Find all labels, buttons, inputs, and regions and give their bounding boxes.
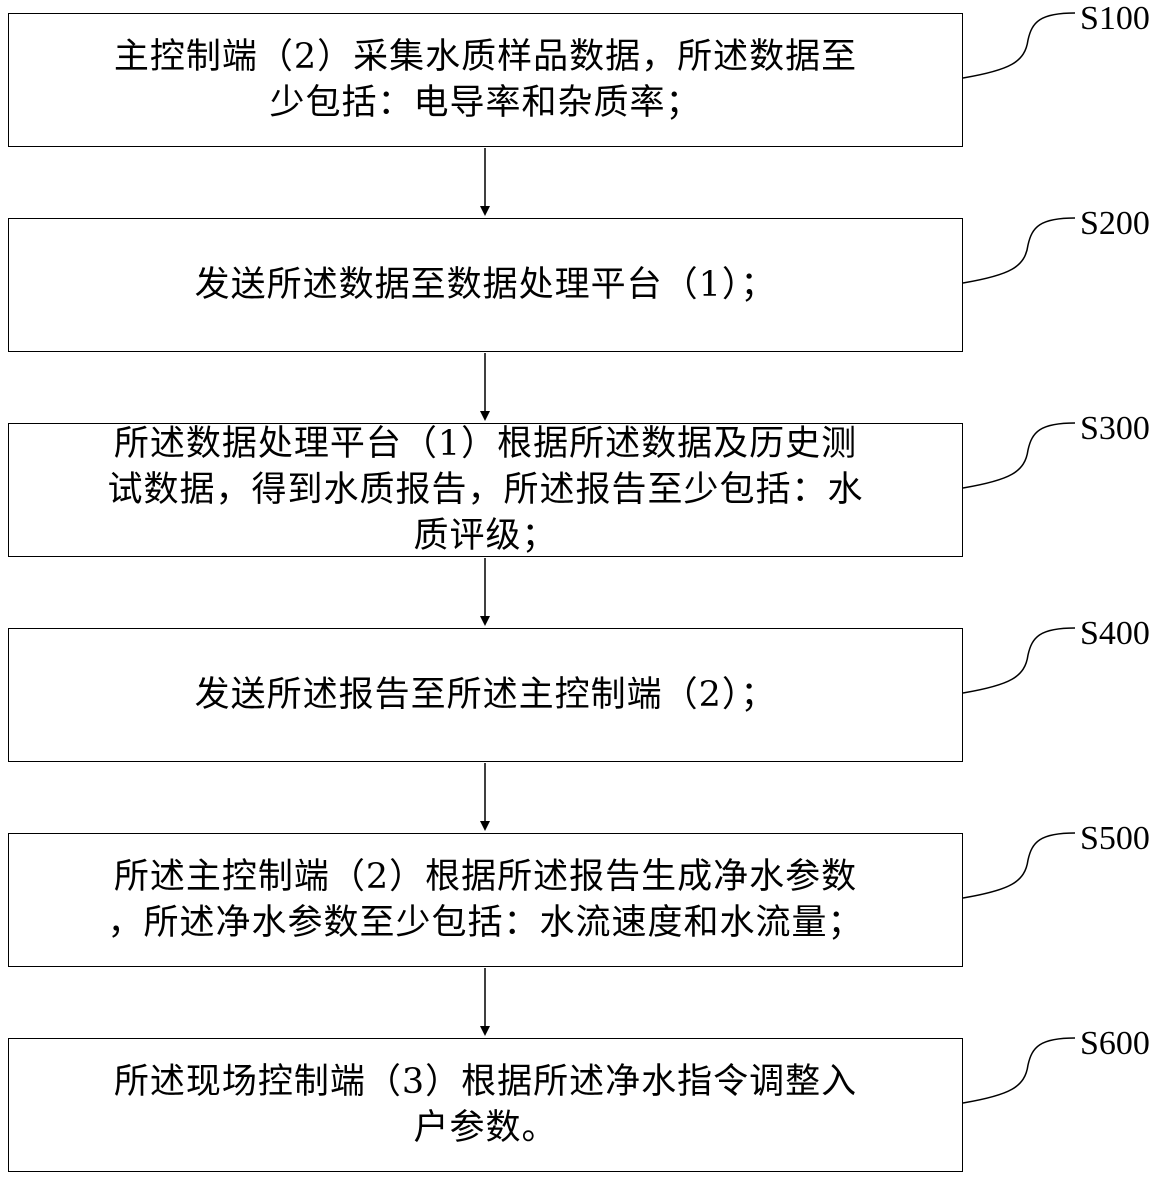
- step-label-s500: S500: [1080, 820, 1150, 857]
- step-box-s600: 所述现场控制端（3）根据所述净水指令调整入 户参数。: [8, 1038, 963, 1172]
- step-line: 质评级；: [413, 516, 558, 556]
- step-line: 所述现场控制端（3）根据所述净水指令调整入: [113, 1062, 858, 1102]
- step-text-s200: 发送所述数据至数据处理平台（1）；: [195, 262, 777, 308]
- step-line: 户参数。: [413, 1108, 558, 1148]
- step-label-s100: S100: [1080, 0, 1150, 37]
- step-label-s600: S600: [1080, 1025, 1150, 1062]
- step-box-s100: 主控制端（2）采集水质样品数据，所述数据至 少包括：电导率和杂质率；: [8, 13, 963, 147]
- step-text-s100: 主控制端（2）采集水质样品数据，所述数据至 少包括：电导率和杂质率；: [114, 34, 857, 126]
- step-label-s200: S200: [1080, 205, 1150, 242]
- step-text-s600: 所述现场控制端（3）根据所述净水指令调整入 户参数。: [114, 1059, 857, 1151]
- label-leader-s500: [962, 832, 1076, 899]
- step-label-s400: S400: [1080, 615, 1150, 652]
- step-line: 所述主控制端（2）根据所述报告生成净水参数: [113, 857, 858, 897]
- step-box-s300: 所述数据处理平台（1）根据所述数据及历史测 试数据，得到水质报告，所述报告至少包…: [8, 423, 963, 557]
- label-leader-s100: [962, 12, 1076, 79]
- step-box-s400: 发送所述报告至所述主控制端（2）；: [8, 628, 963, 762]
- step-label-s300: S300: [1080, 410, 1150, 447]
- step-box-s500: 所述主控制端（2）根据所述报告生成净水参数 ，所述净水参数至少包括：水流速度和水…: [8, 833, 963, 967]
- step-line: 发送所述数据至数据处理平台（1）；: [194, 265, 777, 305]
- label-leader-s300: [962, 422, 1076, 489]
- step-text-s300: 所述数据处理平台（1）根据所述数据及历史测 试数据，得到水质报告，所述报告至少包…: [107, 421, 863, 559]
- step-line: 所述数据处理平台（1）根据所述数据及历史测: [113, 424, 858, 464]
- step-line: 主控制端（2）采集水质样品数据，所述数据至: [113, 37, 858, 77]
- step-line: ，所述净水参数至少包括：水流速度和水流量；: [107, 903, 864, 943]
- label-leader-s600: [962, 1037, 1076, 1104]
- step-box-s200: 发送所述数据至数据处理平台（1）；: [8, 218, 963, 352]
- step-text-s400: 发送所述报告至所述主控制端（2）；: [195, 672, 777, 718]
- step-line: 少包括：电导率和杂质率；: [269, 83, 702, 123]
- step-text-s500: 所述主控制端（2）根据所述报告生成净水参数 ，所述净水参数至少包括：水流速度和水…: [107, 854, 863, 946]
- label-leader-s200: [962, 217, 1076, 284]
- step-line: 发送所述报告至所述主控制端（2）；: [194, 675, 777, 715]
- label-leader-s400: [962, 627, 1076, 694]
- step-line: 试数据，得到水质报告，所述报告至少包括：水: [107, 470, 864, 510]
